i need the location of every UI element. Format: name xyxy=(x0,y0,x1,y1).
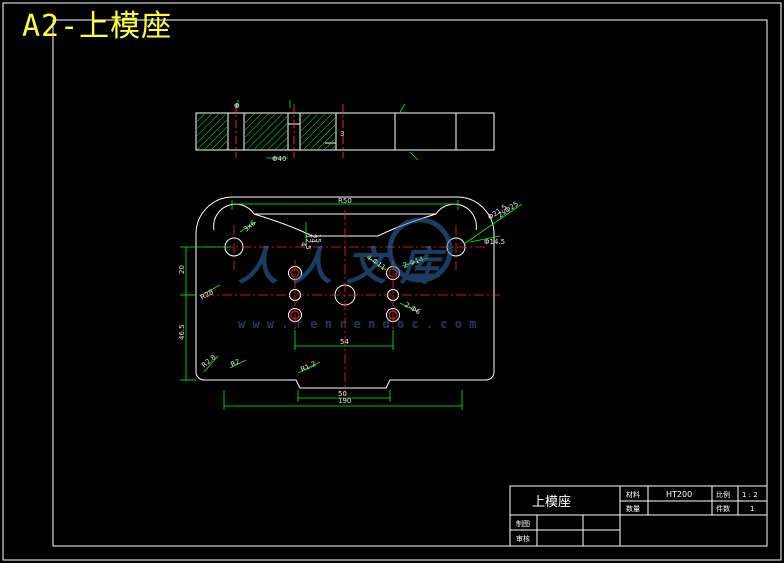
watermark: 人人文库 w w w . r e n r e n d o c . c o m xyxy=(238,217,476,331)
plan-dim-lines xyxy=(180,200,523,410)
dim-bottom-notch: 50 xyxy=(338,390,347,398)
material-value: HT200 xyxy=(666,490,692,499)
plan-centerlines xyxy=(186,210,500,395)
watermark-logo-icon xyxy=(387,217,453,283)
dim-stack1: 15 xyxy=(314,234,322,243)
part-name: 上模座 xyxy=(532,495,571,510)
dim-hole-right-label2: Φ14.5 xyxy=(484,238,505,246)
dim-side-label2: Φ xyxy=(234,102,240,110)
dim-stack3: 12.5 xyxy=(304,234,312,250)
scale-label: 比例 xyxy=(716,490,730,499)
dim-side-label: 3 xyxy=(340,130,344,138)
dim-r-notch: R2 xyxy=(229,358,241,369)
watermark-url: w w w . r e n r e n d o c . c o m xyxy=(238,317,476,331)
section-centerlines xyxy=(235,104,344,158)
watermark-logo-text: 人人文库 xyxy=(238,244,454,290)
dim-hole-left: 3x6 xyxy=(242,219,258,234)
quantity-label: 数量 xyxy=(626,504,640,513)
section-dim-lines xyxy=(237,100,419,161)
dim-hole-spacing: R50 xyxy=(338,197,352,205)
dim-stack4: 4 xyxy=(299,242,307,247)
dim-r-small: R1.2 xyxy=(299,360,317,374)
checked-label: 审核 xyxy=(516,534,530,543)
scale-value: 1 : 2 xyxy=(742,491,758,499)
dim-stack2: 24 xyxy=(309,234,317,243)
dim-inner-width: 54 xyxy=(340,338,349,346)
title-block xyxy=(509,485,768,547)
dim-left-height: 46.5 xyxy=(178,324,186,340)
weight-label: 件数 xyxy=(716,504,730,513)
material-label: 材料 xyxy=(626,490,640,499)
weight-value: 1 xyxy=(750,505,754,513)
drawn-label: 制图 xyxy=(516,519,530,528)
dim-hole-group3: 2-Φ6 xyxy=(403,301,422,317)
dim-r-left: R28 xyxy=(199,288,215,302)
section-view xyxy=(195,112,495,151)
sheet-border-inner xyxy=(52,19,768,547)
title-block-text: 上模座 材料 HT200 比例 1 : 2 数量 件数 1 制图 审核 xyxy=(516,490,758,543)
section-hatching xyxy=(197,114,335,149)
dim-left-offset: 20 xyxy=(178,265,186,274)
dim-section-label: Φ40 xyxy=(272,155,286,163)
sheet-title: A2-上模座 xyxy=(22,9,173,44)
dim-total-width: 190 xyxy=(338,397,351,405)
